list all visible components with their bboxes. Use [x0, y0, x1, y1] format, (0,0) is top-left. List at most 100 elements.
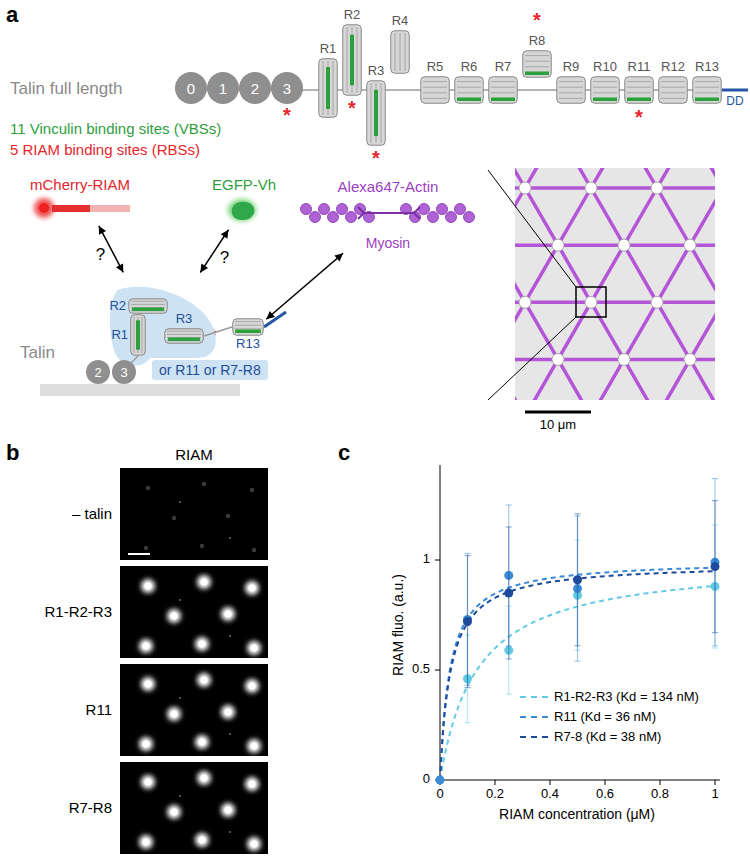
spot-glow [247, 641, 261, 655]
actin-line [591, 186, 657, 190]
tick-label: 1 [711, 787, 718, 802]
pattern-grid [515, 168, 715, 400]
bright-spot [249, 781, 256, 788]
speck [179, 599, 181, 601]
legend-entry: R11 (Kd = 36 nM) [520, 710, 656, 725]
tick-label: 0.4 [541, 787, 559, 802]
y-axis [440, 465, 441, 780]
talin-dot [519, 296, 531, 308]
helix-line [381, 83, 382, 143]
bundle-label: R8 [529, 34, 546, 49]
tick-label: 0.5 [412, 662, 430, 677]
faint-spot [202, 482, 206, 486]
actin-line [525, 188, 558, 245]
domain-number: 0 [187, 81, 195, 96]
vbs-bar [235, 330, 261, 334]
bright-spot [199, 837, 206, 844]
x-tick [660, 780, 661, 785]
bright-spot [201, 677, 208, 684]
actin-line [657, 188, 690, 245]
actin-line [624, 245, 657, 302]
helix-outline [693, 77, 722, 104]
arrowhead [116, 263, 123, 272]
talin-dot [519, 182, 531, 194]
spot-glow [195, 833, 209, 847]
speck [229, 733, 231, 735]
legend-entry: R7-8 (Kd = 38 nM) [520, 730, 661, 745]
helix-bundle: R7 [488, 60, 518, 104]
actin-bead [446, 212, 457, 223]
error-cap [465, 555, 471, 556]
spot-glow [139, 639, 153, 653]
bright-spot [225, 709, 232, 716]
actin-bead [346, 212, 357, 223]
spot-glow [197, 575, 211, 589]
zoom-line [488, 317, 576, 400]
bundle-label: R1 [111, 328, 128, 343]
domain-number: 3 [120, 366, 127, 379]
vbs-bar [326, 67, 330, 109]
actin-line [515, 245, 525, 302]
helix-line [491, 81, 515, 82]
data-point [436, 776, 445, 785]
myosin-rod [364, 212, 414, 214]
scale-bar [525, 411, 591, 414]
helix-line [131, 304, 165, 305]
bright-spot [251, 743, 258, 750]
helix-line [661, 92, 685, 93]
spot-glow [195, 637, 209, 651]
vbs-note: 11 Vinculin binding sites (VBSs) [10, 120, 221, 137]
riam-probe: mCherry-RIAM [30, 176, 140, 223]
helix-outline [343, 25, 362, 96]
helix-line [457, 81, 481, 82]
spot-glow [141, 579, 155, 593]
faint-spot [250, 488, 254, 492]
helix-line [405, 33, 406, 71]
legend-text: R11 (Kd = 36 nM) [554, 710, 656, 725]
helix-line [235, 328, 261, 329]
tick-label: 1 [423, 552, 430, 567]
bundle-label: R2 [109, 299, 126, 314]
spot-glow [141, 775, 155, 789]
bright-spot [201, 579, 208, 586]
helix-outline [489, 77, 518, 104]
construct-label: or R11 or R7-R8 [159, 362, 261, 378]
domain-label: DD [726, 95, 743, 109]
error-cap [712, 632, 718, 633]
helix-line [395, 33, 396, 71]
vbs-bar [593, 98, 617, 102]
bright-spot [249, 683, 256, 690]
helix-line [661, 98, 685, 99]
bright-spot [143, 643, 150, 650]
riam-segment [52, 205, 90, 212]
error-cap [712, 500, 718, 501]
talin-schematic-group [40, 287, 286, 396]
actin-line [690, 359, 715, 400]
bundle-label: R3 [176, 312, 193, 327]
rbs-asterisk: * [635, 106, 643, 129]
actomyosin: Alexa647-ActinMyosin [298, 178, 478, 251]
helix-bundle: R8 [522, 34, 552, 78]
y-tick [435, 670, 440, 671]
error-cap [712, 645, 718, 646]
scale-label: 10 μm [540, 418, 576, 433]
tick-label: 0 [423, 772, 430, 787]
panel-letter: b [6, 440, 19, 465]
helix-bundle: R4 [390, 14, 410, 74]
bundle-label: R13 [236, 337, 260, 352]
myosin-head [358, 207, 364, 213]
helix-line [167, 331, 201, 332]
dimerization-domain [722, 89, 748, 92]
data-point [573, 575, 582, 584]
helix-outline [659, 77, 688, 104]
microscopy-image [120, 664, 268, 756]
bundle-label: R4 [392, 14, 409, 29]
spot-glow [141, 677, 155, 691]
speck [229, 831, 231, 833]
helix-outline [131, 315, 146, 356]
actin-label: Alexa647-Actin [298, 178, 478, 195]
helix-outline [625, 77, 654, 104]
axis-title: RIAM concentration (μM) [499, 806, 655, 822]
helix-line [371, 83, 372, 143]
microscopy-image [120, 468, 268, 560]
